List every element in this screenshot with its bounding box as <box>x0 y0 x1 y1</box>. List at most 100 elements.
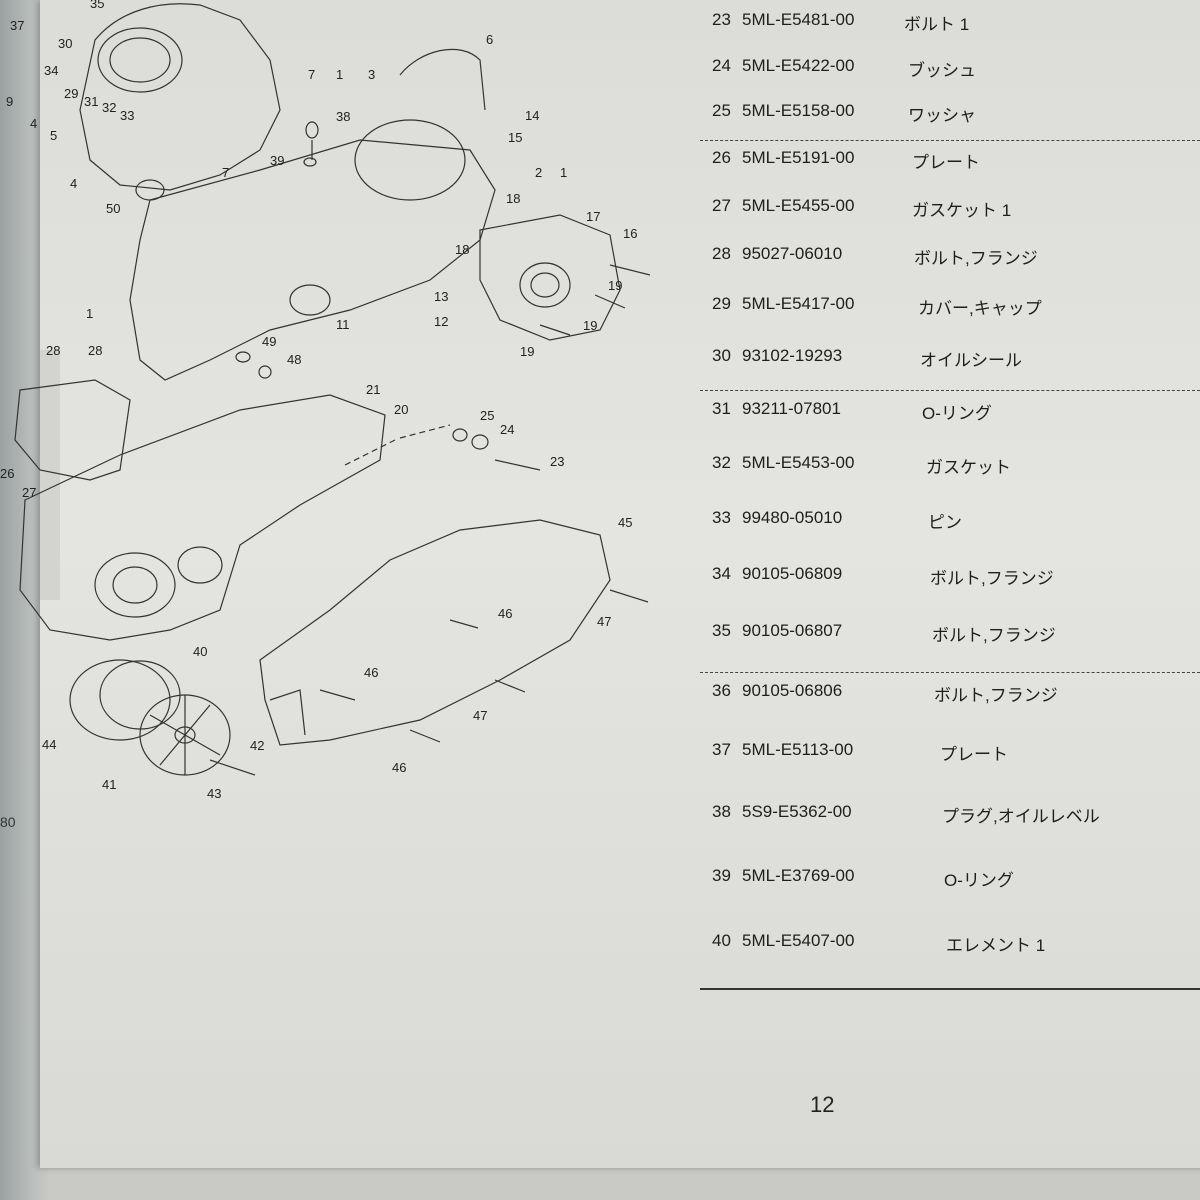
bolt-46c <box>409 729 441 743</box>
part-name: プレート <box>912 153 980 172</box>
duct-cover-45 <box>259 519 611 746</box>
label-7b: 7 <box>222 165 229 180</box>
oil-filter-window <box>354 119 466 201</box>
part-no: 39 <box>712 866 731 885</box>
part-name: ブッシュ <box>908 61 976 80</box>
label-34: 34 <box>44 63 58 78</box>
part-no: 37 <box>712 740 731 759</box>
bolt-19b <box>594 294 626 309</box>
part-no: 25 <box>712 101 731 120</box>
plug-38 <box>305 121 319 139</box>
part-number: 93211-07801 <box>742 399 841 418</box>
part-number: 5ML-E5422-00 <box>742 56 855 75</box>
part-number: 5ML-E5191-00 <box>742 148 855 167</box>
exploded-parts-diagram: 37 35 30 34 6 1 3 7 9 29 31 32 33 38 14 … <box>0 0 651 801</box>
part-name: O-リング <box>944 871 1014 890</box>
element-40 <box>99 660 181 730</box>
label-43: 43 <box>207 786 221 801</box>
label-1a: 1 <box>336 67 343 82</box>
part-no: 28 <box>712 244 731 263</box>
label-23: 23 <box>550 454 564 469</box>
label-2: 2 <box>535 165 542 180</box>
bolt-46b <box>319 689 356 701</box>
oring-39 <box>303 157 317 167</box>
part-no: 36 <box>712 681 731 700</box>
part-number: 5ML-E5453-00 <box>742 453 855 472</box>
page-number: 12 <box>810 1092 835 1117</box>
label-7a: 7 <box>308 67 315 82</box>
washer-25 <box>452 428 468 442</box>
label-46b: 46 <box>364 665 378 680</box>
label-35: 35 <box>90 0 104 11</box>
part-name: ボルト 1 <box>904 15 970 34</box>
label-18a: 18 <box>506 191 520 206</box>
crankcase-upper <box>79 3 281 191</box>
part-name: ボルト,フランジ <box>932 626 1056 645</box>
part-no: 30 <box>712 346 731 365</box>
table-bottom-rule <box>700 988 1200 990</box>
label-6: 6 <box>486 32 493 47</box>
label-29: 29 <box>64 86 78 101</box>
label-46a: 46 <box>498 606 512 621</box>
label-47b: 47 <box>473 708 487 723</box>
transmission-cover <box>19 394 386 641</box>
part-number: 5ML-E5455-00 <box>742 196 855 215</box>
part-name: ピン <box>928 513 962 532</box>
part-no: 34 <box>712 564 731 583</box>
label-80: 80 <box>0 814 16 830</box>
label-28a: 28 <box>46 343 60 358</box>
label-25: 25 <box>480 408 494 423</box>
part-name: プラグ,オイルレベル <box>942 807 1100 826</box>
part-number: 95027-06010 <box>742 244 843 263</box>
label-1b: 1 <box>560 165 567 180</box>
part-name: ボルト,フランジ <box>914 249 1038 268</box>
part-number: 93102-19293 <box>742 346 843 365</box>
label-38: 38 <box>336 109 350 124</box>
part-name: ボルト,フランジ <box>934 686 1058 705</box>
label-5: 5 <box>50 128 57 143</box>
label-20: 20 <box>394 402 408 417</box>
part-number: 99480-05010 <box>742 508 843 527</box>
label-14: 14 <box>525 108 539 123</box>
label-16: 16 <box>623 226 637 241</box>
part-no: 40 <box>712 931 731 950</box>
part-name: プレート <box>940 745 1008 764</box>
label-48: 48 <box>287 352 301 367</box>
part-row: 28 95027-06010 ボルト,フランジ <box>700 244 1200 274</box>
part-name: ボルト,フランジ <box>930 569 1054 588</box>
catalog-page <box>40 0 1200 1168</box>
label-26: 26 <box>0 466 14 481</box>
label-18b: 18 <box>455 242 469 257</box>
label-31: 31 <box>84 94 98 109</box>
label-9: 9 <box>6 94 13 109</box>
bush-24 <box>471 434 489 450</box>
label-40: 40 <box>193 644 207 659</box>
page-fold-shadow <box>40 350 60 600</box>
washer-49 <box>235 351 251 363</box>
label-17: 17 <box>586 209 600 224</box>
label-1c: 1 <box>86 306 93 321</box>
part-no: 27 <box>712 196 731 215</box>
part-number: 5ML-E5158-00 <box>742 101 855 120</box>
part-number: 5ML-E5481-00 <box>742 10 855 29</box>
bolt-19a <box>609 264 651 276</box>
label-49: 49 <box>262 334 276 349</box>
label-24: 24 <box>500 422 514 437</box>
disc-44 <box>69 659 171 741</box>
label-33: 33 <box>120 108 134 123</box>
label-39: 39 <box>270 153 284 168</box>
label-11: 11 <box>336 317 350 332</box>
